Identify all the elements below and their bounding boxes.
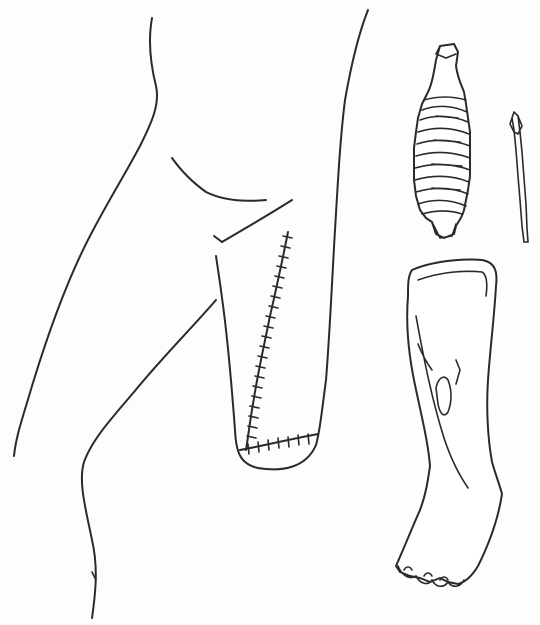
thin-rod-right-edge: [518, 116, 528, 242]
fold-line-a: [222, 200, 292, 242]
thin-rod-head: [510, 112, 522, 134]
leg-inner-contour: [82, 300, 216, 618]
fold-line-b: [214, 236, 222, 242]
thin-rod-left-edge: [512, 118, 524, 242]
groin-crease: [172, 158, 266, 201]
suture-stitches-vertical: [247, 236, 292, 438]
stump-outer-contour: [216, 10, 368, 469]
bent-bone-drawing: [396, 259, 502, 586]
ringed-object-drawing: [414, 44, 470, 238]
bent-bone-outline: [396, 259, 502, 584]
thin-rod-drawing: [510, 112, 528, 242]
thigh-stump-drawing: [14, 10, 368, 618]
